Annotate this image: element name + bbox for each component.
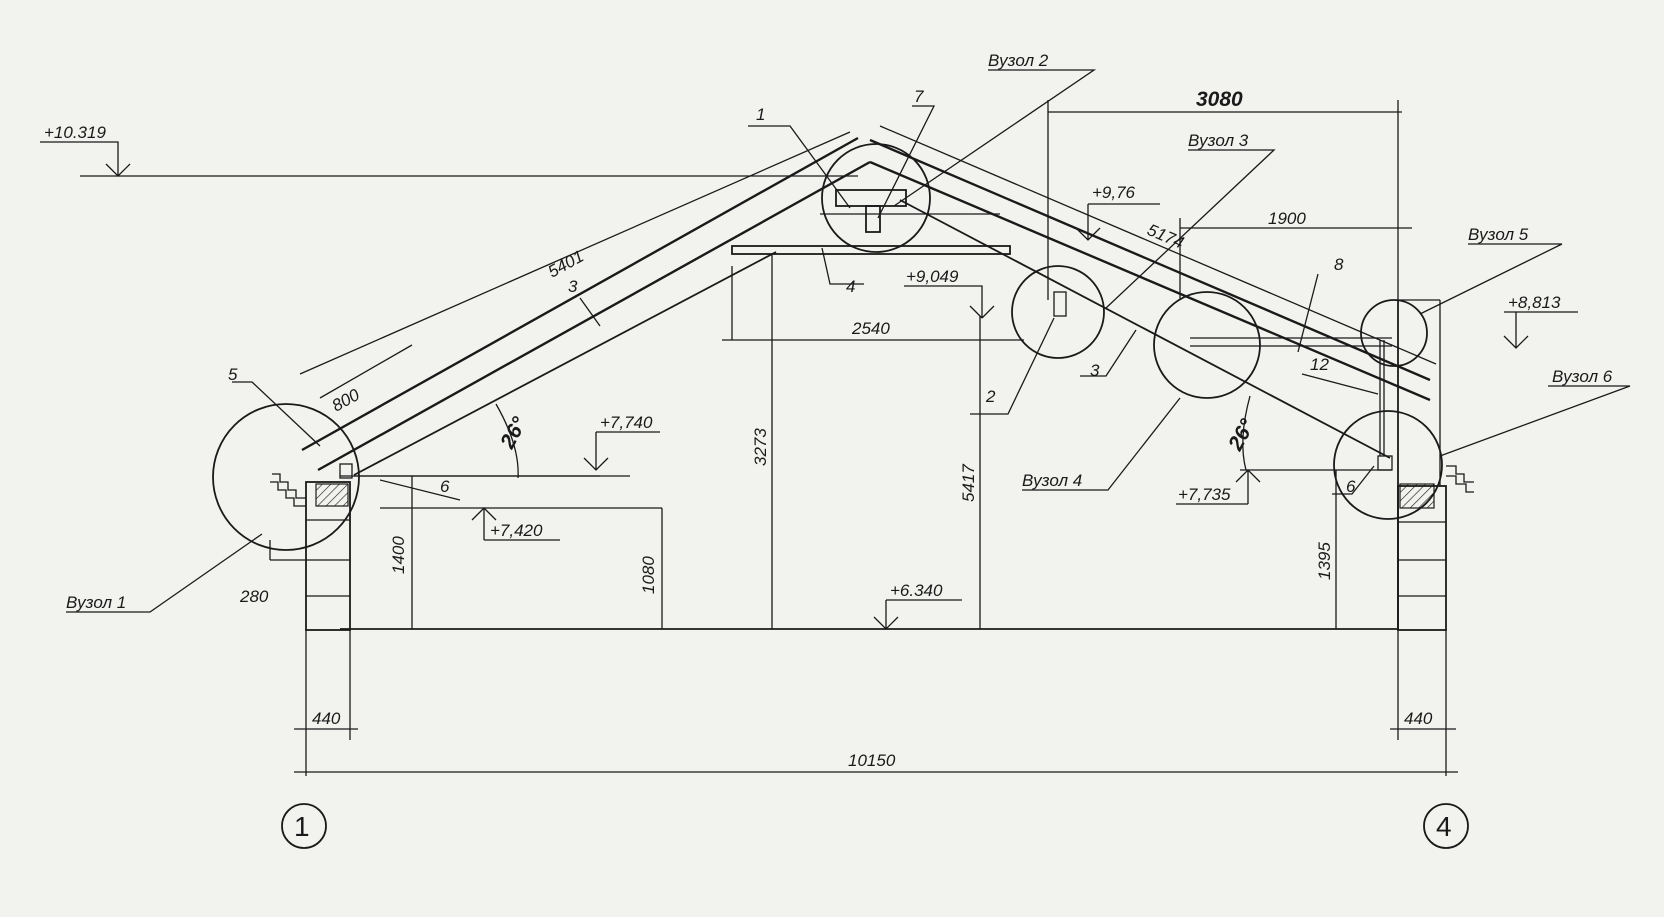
right-rafter [869, 138, 1431, 459]
dimension-5417: 5417 [959, 464, 978, 502]
grid-axes [281, 803, 1469, 849]
angle-right: 26° [1224, 415, 1260, 455]
right-eave [1240, 340, 1393, 471]
elevation-7735: +7,735 [1178, 485, 1231, 504]
strut-beam [1053, 291, 1392, 347]
elevation-10319: +10.319 [44, 123, 106, 142]
axis-label-1: 1 [294, 811, 310, 842]
elevation-lines [80, 175, 1398, 630]
axis-bubble-1 [281, 803, 327, 849]
dimension-1400: 1400 [389, 536, 408, 574]
dimension-440-right: 440 [1404, 709, 1433, 728]
node-circles [212, 143, 1443, 551]
part-2: 2 [985, 387, 996, 406]
elevation-8813: +8,813 [1508, 293, 1561, 312]
elevation-976: +9,76 [1092, 183, 1136, 202]
part-12: 12 [1310, 355, 1329, 374]
angle-left: 26° [496, 413, 532, 453]
part-6-right: 6 [1346, 477, 1356, 496]
elevation-7420: +7,420 [490, 521, 543, 540]
part-3-right: 3 [1090, 361, 1100, 380]
right-wall [1397, 299, 1474, 631]
dimension-1080: 1080 [639, 556, 658, 594]
axis-bubble-4 [1423, 803, 1469, 849]
left-wall [270, 473, 351, 631]
part-7: 7 [914, 87, 924, 106]
elevation-9049: +9,049 [906, 267, 959, 286]
node-label-2: Вузол 2 [988, 51, 1049, 70]
dimension-3273: 3273 [751, 428, 770, 466]
leader-lines [66, 69, 1631, 613]
ridge-detail [820, 189, 1000, 233]
part-5: 5 [228, 365, 238, 384]
dimension-lines [269, 100, 1458, 776]
part-6-left: 6 [440, 477, 450, 496]
node-label-3: Вузол 3 [1188, 131, 1249, 150]
dimension-10150: 10150 [848, 751, 896, 770]
collar-tie [731, 245, 1011, 255]
node-label-1: Вузол 1 [66, 593, 126, 612]
dimension-5401: 5401 [545, 247, 587, 282]
part-1: 1 [756, 105, 765, 124]
left-rafter [301, 136, 871, 476]
node-label-6: Вузол 6 [1552, 367, 1613, 386]
elevation-7740: +7,740 [600, 413, 653, 432]
elevation-6340: +6.340 [890, 581, 943, 600]
dimension-440-left: 440 [312, 709, 341, 728]
dimension-1395: 1395 [1315, 542, 1334, 580]
part-4: 4 [846, 277, 855, 296]
elevation-markers [40, 141, 1578, 630]
node-label-5: Вузол 5 [1468, 225, 1529, 244]
node-label-4: Вузол 4 [1022, 471, 1082, 490]
axis-label-4: 4 [1436, 811, 1452, 842]
part-8: 8 [1334, 255, 1344, 274]
part-3-left: 3 [568, 277, 578, 296]
dimension-3080: 3080 [1196, 88, 1243, 111]
dimension-280: 280 [239, 587, 269, 606]
dimension-2540: 2540 [851, 319, 890, 338]
dimension-1900: 1900 [1268, 209, 1306, 228]
